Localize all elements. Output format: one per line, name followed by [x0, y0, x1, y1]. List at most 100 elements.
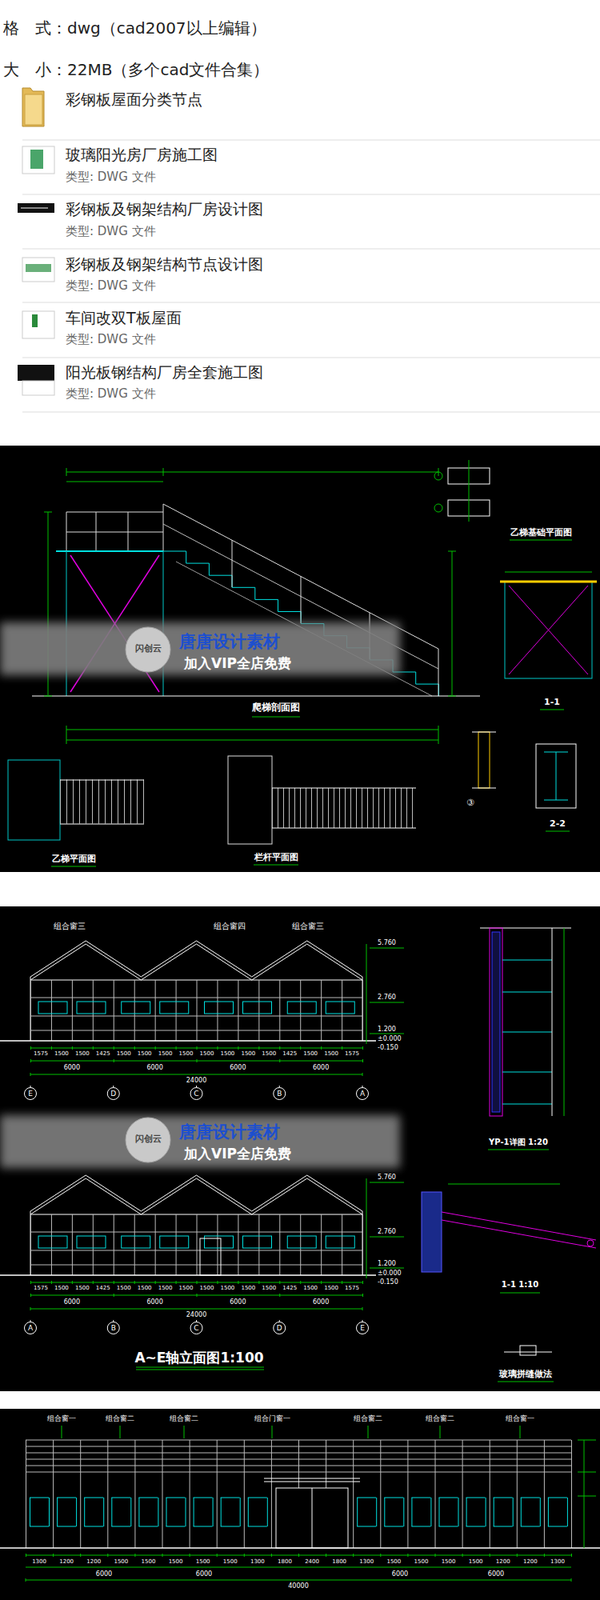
file-list — [22, 146, 55, 174]
title-underline — [136, 1369, 264, 1371]
section-1-1 — [421, 1184, 596, 1293]
front-elevation — [25, 1578, 27, 1582]
front-elevation — [571, 1578, 572, 1582]
label-text: 1.200 — [377, 1260, 396, 1268]
elevation — [204, 1001, 234, 1014]
elevation — [30, 980, 363, 981]
label-text: 闪创云 — [135, 644, 162, 655]
front-elevation — [356, 1497, 572, 1499]
file-list — [24, 94, 43, 125]
stair-section — [438, 725, 440, 744]
label-text: 大 小：22MB（多个cad文件合集） — [3, 60, 269, 80]
stair-plan — [8, 760, 144, 867]
yp-detail — [564, 928, 565, 1116]
label-text: 1500 — [303, 1284, 318, 1292]
yp-detail — [502, 992, 552, 993]
label-text: 1200 — [59, 1558, 74, 1565]
front-elevation — [25, 1555, 572, 1556]
railing-plan — [272, 788, 416, 789]
stair-section — [232, 540, 233, 588]
stair-section — [66, 472, 439, 473]
section-details — [478, 732, 490, 788]
elevation — [369, 1033, 404, 1035]
cad-panel — [0, 1408, 600, 1600]
yp-detail — [552, 928, 553, 1116]
file-list — [22, 302, 600, 304]
elevation — [160, 1001, 189, 1014]
label-text: 1200 — [523, 1558, 538, 1565]
elevation — [24, 1088, 37, 1100]
label-text: E — [28, 1089, 33, 1098]
label-text: 爬梯剖面图 — [252, 702, 300, 714]
label-text: 玻璃阳光房厂房施工图 — [65, 146, 218, 164]
label-text: 1500 — [220, 1284, 235, 1292]
label-text: 类型: DWG 文件 — [65, 387, 156, 401]
foundation-detail — [434, 460, 572, 540]
front-elevation — [368, 1425, 369, 1439]
label-text: 闪创云 — [135, 1134, 162, 1145]
stair-plan — [60, 780, 144, 824]
label-text: 组合窗二 — [169, 1414, 199, 1423]
front-elevation — [0, 1547, 600, 1549]
label-text: 1800 — [277, 1558, 292, 1565]
label-text: 2.760 — [377, 993, 396, 1001]
label-text: 栏杆平面图 — [254, 852, 299, 864]
stair-section — [44, 512, 52, 513]
elevation — [356, 1088, 369, 1100]
section-1-1 — [448, 1184, 560, 1185]
front-elevation — [25, 1553, 572, 1557]
label-text: 类型: DWG 文件 — [65, 170, 156, 184]
label-text: 彩钢板及钢架结构厂房设计图 — [65, 200, 264, 219]
label-text: 1500 — [137, 1050, 152, 1057]
elevation — [30, 1074, 363, 1076]
yp-detail — [502, 1104, 552, 1105]
elevation — [369, 948, 404, 949]
file-list — [17, 88, 600, 412]
label-text: C — [193, 1324, 199, 1332]
label-text: 1500 — [158, 1284, 173, 1292]
stair-section — [448, 551, 456, 552]
label-text: 2400 — [304, 1558, 320, 1565]
watermark — [0, 1115, 400, 1168]
label-text: 1500 — [441, 1558, 456, 1565]
frame-section — [508, 585, 588, 675]
front-elevation — [264, 1481, 360, 1483]
elevation — [362, 1072, 364, 1076]
watermark — [0, 622, 400, 676]
label-text: 1500 — [137, 1284, 152, 1292]
elevation — [30, 997, 363, 999]
elevation — [121, 1001, 151, 1014]
front-elevation — [520, 1425, 521, 1439]
stair-section — [66, 532, 164, 533]
elevation — [30, 1030, 363, 1032]
stair-section — [452, 551, 453, 696]
label-text: A — [28, 1324, 33, 1332]
stair-section — [128, 512, 129, 552]
elevation — [369, 1002, 404, 1004]
label-text: 玻璃拼缝做法 — [499, 1369, 552, 1380]
label-text: 车间改双T板屋面 — [65, 309, 182, 328]
label-text: 类型: DWG 文件 — [65, 332, 156, 347]
stair-section — [438, 648, 440, 696]
elevation — [0, 1040, 376, 1042]
label-text: 1300 — [250, 1558, 265, 1565]
frame-section — [540, 709, 564, 711]
elevation — [366, 944, 368, 1044]
label-text: 1500 — [54, 1050, 69, 1057]
elevation — [0, 1175, 404, 1335]
stair-plan — [51, 866, 96, 868]
glass-joint — [520, 1345, 536, 1356]
label-text: 类型: DWG 文件 — [65, 224, 156, 239]
yp-detail — [502, 960, 552, 1104]
file-list — [22, 380, 55, 396]
label-text: 组合窗三 — [53, 921, 86, 932]
file-list — [25, 264, 52, 272]
stair-section — [44, 468, 456, 744]
label-text: 1500 — [240, 1050, 256, 1057]
file-list — [22, 194, 600, 196]
stair-section — [163, 504, 164, 552]
label-text: 5.760 — [377, 1173, 396, 1181]
stair-section — [66, 481, 164, 483]
label-text: A — [360, 1089, 365, 1098]
